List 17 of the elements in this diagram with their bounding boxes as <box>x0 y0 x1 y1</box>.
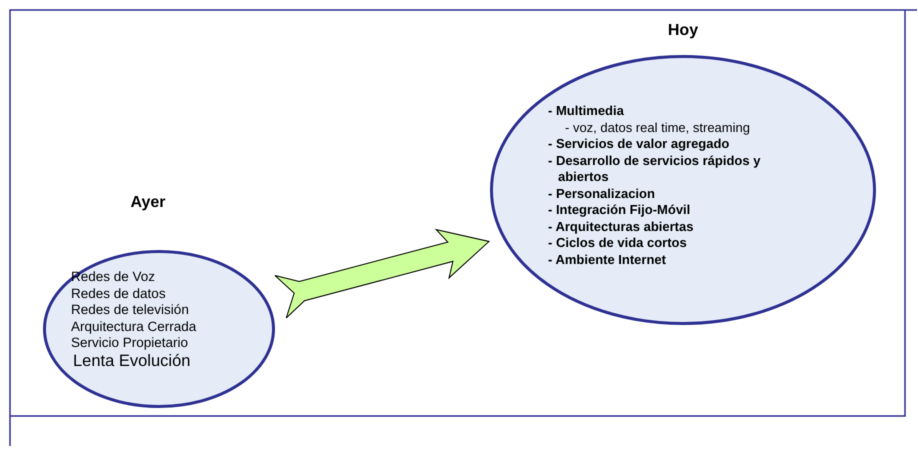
list-item: - voz, datos real time, streaming <box>565 120 750 136</box>
list-item: Redes de televisión <box>71 302 189 318</box>
list-item: - Multimedia <box>548 103 624 120</box>
list-item: - Integración Fijo-Móvil <box>548 202 690 218</box>
list-item: Lenta Evolución <box>73 352 190 370</box>
block-arrow <box>274 228 490 318</box>
list-item: - Ambiente Internet <box>548 252 666 268</box>
heading: Ayer <box>130 195 166 212</box>
list-item: - Arquitecturas abiertas <box>548 218 694 235</box>
list-item: - Personalizacion <box>548 186 655 202</box>
list-item: Arquitectura Cerrada <box>71 318 196 335</box>
heading: Hoy <box>666 23 700 40</box>
list-item: Servicio Propietario <box>71 335 188 352</box>
list-item: - Servicios de valor agregado <box>548 136 730 152</box>
list-item: Redes de datos <box>71 286 166 302</box>
list-item: - Ciclos de vida cortos <box>548 235 687 252</box>
list-item: - Desarrollo de servicios rápidos y abiertos <box>548 152 762 186</box>
